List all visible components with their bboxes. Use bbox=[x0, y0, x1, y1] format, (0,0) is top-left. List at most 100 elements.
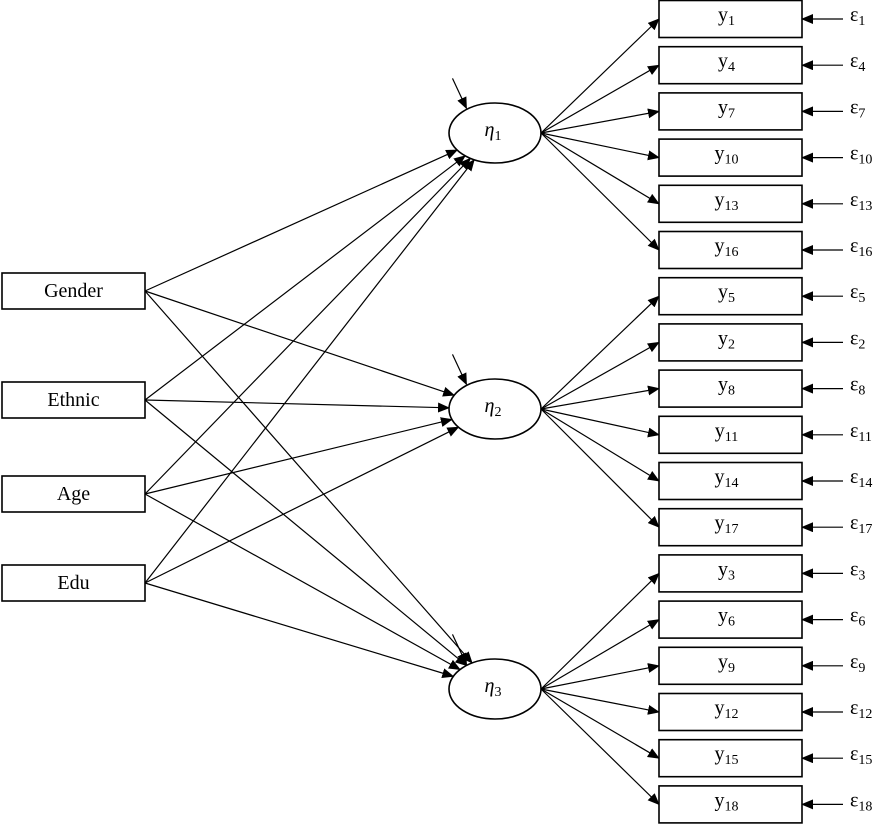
loading-eta2-y11 bbox=[540, 408, 660, 438]
indicator-box bbox=[658, 0, 803, 39]
predictor-label: Gender bbox=[44, 280, 103, 302]
indicator-box bbox=[658, 92, 803, 131]
indicator-box bbox=[658, 138, 803, 177]
indicator-box bbox=[658, 646, 803, 686]
indicator-label: y17 bbox=[715, 512, 739, 538]
indicator-y3: y3 ε3 bbox=[658, 554, 865, 593]
latent-eta3: η3 bbox=[448, 658, 542, 720]
loading-eta3-y15 bbox=[540, 688, 660, 759]
error-label: ε11 bbox=[850, 419, 872, 445]
indicator-box bbox=[658, 369, 803, 408]
path-ethnic-to-eta2 bbox=[144, 399, 451, 413]
loading-eta2-y2 bbox=[540, 341, 660, 410]
indicator-box bbox=[658, 554, 803, 593]
indicator-y8: y8 ε8 bbox=[658, 369, 865, 408]
predictor-box bbox=[1, 564, 146, 602]
loading-eta1-y1 bbox=[540, 18, 660, 134]
indicator-label: y4 bbox=[718, 50, 735, 76]
indicator-y5: y5 ε5 bbox=[658, 276, 865, 316]
predictor-label: Ethnic bbox=[47, 389, 99, 411]
indicator-label: y9 bbox=[718, 650, 735, 676]
path-age-to-eta2 bbox=[144, 417, 453, 495]
loading-eta2-y17 bbox=[540, 408, 660, 528]
error-label: ε5 bbox=[850, 281, 865, 307]
loading-eta1-y4 bbox=[540, 64, 660, 134]
indicator-box bbox=[658, 692, 803, 732]
indicator-box bbox=[658, 45, 803, 85]
indicator-box bbox=[658, 184, 803, 224]
loading-eta3-y12 bbox=[540, 688, 660, 715]
indicator-label: y15 bbox=[715, 743, 739, 769]
path-age-to-eta3 bbox=[144, 493, 461, 671]
indicator-label: y11 bbox=[715, 419, 738, 445]
error-label: ε9 bbox=[850, 650, 865, 676]
indicator-label: y18 bbox=[715, 789, 739, 815]
error-label: ε12 bbox=[850, 697, 872, 723]
edges-layer bbox=[144, 14, 843, 810]
indicator-label: y14 bbox=[715, 466, 739, 492]
indicator-label: y16 bbox=[715, 235, 739, 261]
latent-eta2: η2 bbox=[448, 378, 542, 440]
path-ethnic-to-eta3 bbox=[144, 399, 468, 667]
predictor-gender: Gender bbox=[1, 272, 146, 310]
indicator-box bbox=[658, 507, 803, 547]
loading-eta3-y9 bbox=[540, 663, 660, 690]
latent-label: η3 bbox=[485, 675, 502, 701]
indicator-y15: y15 ε15 bbox=[658, 738, 872, 778]
loading-eta2-y8 bbox=[540, 385, 660, 410]
path-gender-to-eta2 bbox=[144, 290, 456, 397]
path-gender-to-eta1 bbox=[144, 149, 459, 292]
path-edu-to-eta2 bbox=[144, 426, 460, 584]
disturbance-arrow-eta1 bbox=[451, 78, 468, 110]
path-edu-to-eta3 bbox=[144, 582, 455, 678]
indicator-label: y8 bbox=[718, 373, 735, 399]
predictor-box bbox=[1, 272, 146, 310]
indicator-box bbox=[658, 415, 803, 455]
latent-ellipse bbox=[448, 658, 542, 720]
error-label: ε8 bbox=[850, 373, 865, 399]
indicator-label: y10 bbox=[715, 142, 739, 168]
predictor-ethnic: Ethnic bbox=[1, 381, 146, 419]
error-label: ε3 bbox=[850, 558, 865, 584]
indicator-label: y12 bbox=[715, 697, 739, 723]
indicator-label: y1 bbox=[718, 4, 735, 30]
predictor-age: Age bbox=[1, 475, 146, 513]
loading-eta3-y3 bbox=[540, 572, 660, 690]
loading-eta3-y6 bbox=[540, 619, 660, 690]
indicator-y11: y11 ε11 bbox=[658, 415, 872, 455]
path-edu-to-eta1 bbox=[144, 158, 475, 584]
indicator-label: y5 bbox=[718, 281, 735, 307]
path-age-to-eta1 bbox=[144, 157, 472, 495]
indicator-box bbox=[658, 323, 803, 362]
latent-eta1: η1 bbox=[448, 102, 542, 164]
indicator-y12: y12 ε12 bbox=[658, 692, 872, 732]
indicator-y14: y14 ε14 bbox=[658, 461, 872, 501]
predictor-label: Edu bbox=[57, 572, 89, 594]
indicator-box bbox=[658, 276, 803, 316]
indicator-box bbox=[658, 600, 803, 639]
loading-eta2-y14 bbox=[540, 408, 660, 482]
indicator-label: y13 bbox=[715, 188, 739, 214]
loading-eta3-y18 bbox=[540, 688, 660, 806]
indicator-box bbox=[658, 785, 803, 824]
predictor-box bbox=[1, 381, 146, 419]
latent-label: η2 bbox=[485, 395, 502, 421]
disturbance-arrow-eta2 bbox=[451, 354, 468, 386]
error-label: ε2 bbox=[850, 327, 865, 353]
predictor-label: Age bbox=[57, 483, 90, 505]
loading-eta1-y13 bbox=[540, 132, 660, 205]
disturbance-arrow-eta3 bbox=[451, 634, 468, 666]
error-label: ε14 bbox=[850, 466, 872, 492]
indicator-label: y3 bbox=[718, 558, 735, 584]
error-label: ε15 bbox=[850, 743, 872, 769]
